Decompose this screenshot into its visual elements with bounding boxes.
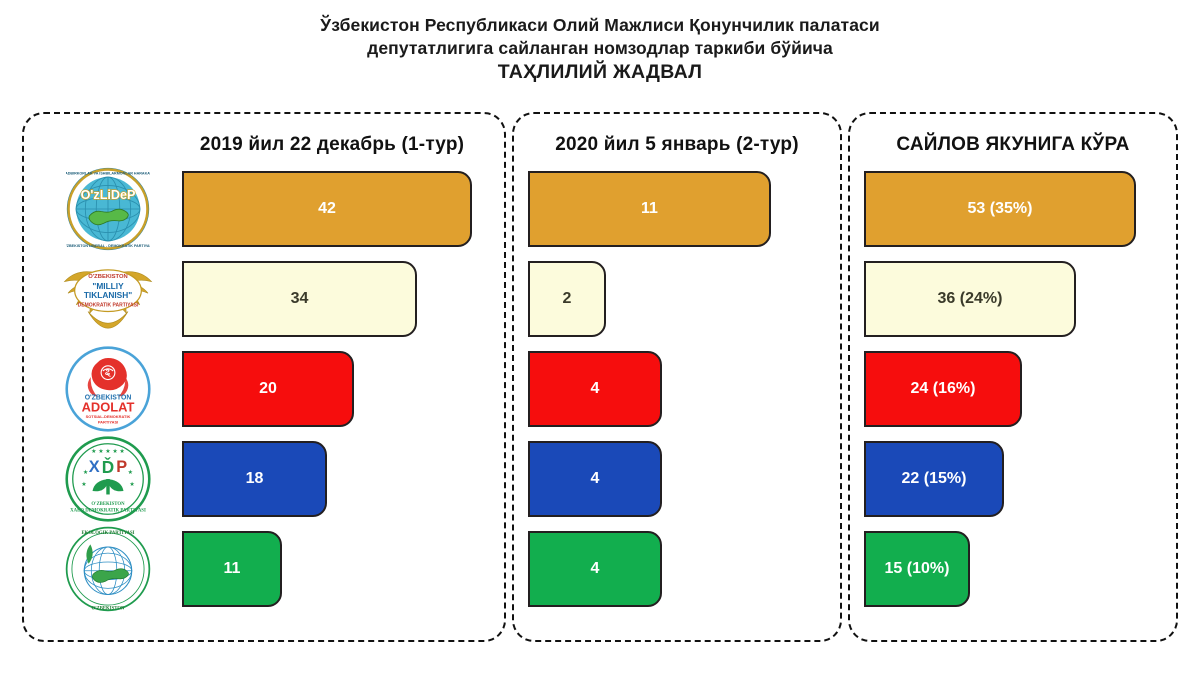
bar-value-label: 15 (10%) [884,560,950,577]
svg-text:"MILLIY: "MILLIY [92,281,124,291]
svg-text:O'ZBEKISTON: O'ZBEKISTON [85,394,132,401]
svg-text:★: ★ [129,481,134,488]
title-line-1: Ўзбекистон Республикаси Олий Мажлиси Қон… [320,15,880,35]
party-logo-ekologik: EKOLOGIK PARTIYASI O'ZBEKISTON [48,524,168,614]
column-header-round-2: 2020 йил 5 январь (2-тур) [555,134,799,155]
bar-value-label: 22 (15%) [901,470,967,487]
bar-row: 4 [528,524,771,614]
adolat-logo: ୡ O'ZBEKISTON ADOLAT SOTSIAL-DEMOKRATIK … [65,346,151,432]
svg-text:TIKLANISH": TIKLANISH" [84,290,132,300]
bar-value-label: 11 [223,560,241,577]
bar-row: 2 [528,254,771,344]
bar-row: 15 (10%) [864,524,1136,614]
xdp-logo: ★ ★ ★ ★ ★ ★ ★ ★ ★ X Ď P [65,436,151,522]
bar-round-1-milliy[interactable]: 34 [182,261,417,337]
svg-text:P: P [116,458,127,476]
panel-round-2: 2020 йил 5 январь (2-тур) 11 2 4 4 4 [512,112,842,642]
milliy-tiklanish-logo: O'ZBEKISTON "MILLIY TIKLANISH" DEMOKRATI… [63,269,153,329]
bar-row: 18 [182,434,472,524]
svg-text:O'ZBEKISTON LIBERAL - DEMOKRAT: O'ZBEKISTON LIBERAL - DEMOKRATIK PARTIYA… [66,244,150,248]
bar-final-ozlidep[interactable]: 53 (35%) [864,171,1136,247]
bar-value-label: 24 (16%) [910,380,976,397]
bar-round-1-xdp[interactable]: 18 [182,441,327,517]
svg-text:ୡ: ୡ [105,367,112,378]
bar-row: 22 (15%) [864,434,1136,524]
bar-value-label: 20 [259,380,277,397]
svg-text:SOTSIAL-DEMOKRATIK: SOTSIAL-DEMOKRATIK [86,414,131,419]
svg-text:★: ★ [128,469,133,476]
bar-row: 20 [182,344,472,434]
ekologik-logo: EKOLOGIK PARTIYASI O'ZBEKISTON [65,526,151,611]
svg-text:X: X [89,458,100,476]
bar-final-adolat[interactable]: 24 (16%) [864,351,1022,427]
bar-value-label: 4 [590,380,600,397]
title-line-2: депутатлигига сайланган номзодлар таркиб… [367,37,833,58]
bar-value-label: 34 [290,290,309,307]
party-logo-ozlidep: O'zLiDeP TADBIRKORLAR VA ISHBILARMONLAR … [48,164,168,254]
bar-value-label: 2 [562,290,572,307]
bar-row: 34 [182,254,472,344]
svg-text:TADBIRKORLAR VA ISHBILARMONLAR: TADBIRKORLAR VA ISHBILARMONLAR HARAKATI [66,172,150,176]
bar-group-final: 53 (35%) 36 (24%) 24 (16%) 22 (15%) 15 (10%) [864,164,1136,614]
bar-value-label: 53 (35%) [967,200,1033,217]
party-logo-milliy-tiklanish: O'ZBEKISTON "MILLIY TIKLANISH" DEMOKRATI… [48,254,168,344]
bar-row: 11 [182,524,472,614]
svg-text:O'zLiDeP: O'zLiDeP [81,188,136,202]
bar-row: 42 [182,164,472,254]
bar-round-1-ozlidep[interactable]: 42 [182,171,472,247]
bar-round-2-xdp[interactable]: 4 [528,441,662,517]
ozlidep-logo: O'zLiDeP TADBIRKORLAR VA ISHBILARMONLAR … [66,167,150,251]
column-header-final: САЙЛОВ ЯКУНИГА КЎРА [896,134,1130,155]
party-logo-column: O'zLiDeP TADBIRKORLAR VA ISHBILARMONLAR … [48,164,168,614]
bar-round-2-milliy[interactable]: 2 [528,261,606,337]
bar-row: 36 (24%) [864,254,1136,344]
bar-round-1-ekologik[interactable]: 11 [182,531,282,607]
panel-round-1: 2019 йил 22 декабрь (1-тур) [22,112,506,642]
svg-text:XALQ DEMOKRATIK PARTIYASI: XALQ DEMOKRATIK PARTIYASI [70,509,146,514]
bar-round-2-ozlidep[interactable]: 11 [528,171,771,247]
svg-text:O'ZBEKISTON: O'ZBEKISTON [91,502,125,507]
bar-row: 4 [528,344,771,434]
bar-round-2-ekologik[interactable]: 4 [528,531,662,607]
bar-final-ekologik[interactable]: 15 (10%) [864,531,970,607]
bar-value-label: 18 [245,470,264,487]
bar-group-round-2: 11 2 4 4 4 [528,164,771,614]
svg-text:★: ★ [83,469,88,476]
bar-row: 24 (16%) [864,344,1136,434]
svg-text:O'ZBEKISTON: O'ZBEKISTON [92,606,125,611]
svg-text:PARTIYASI: PARTIYASI [98,419,118,424]
svg-text:Ď: Ď [102,457,114,477]
bar-value-label: 4 [590,470,600,487]
chart-panels: 2019 йил 22 декабрь (1-тур) [0,112,1200,647]
svg-text:ADOLAT: ADOLAT [82,399,135,414]
svg-text:★: ★ [81,481,86,488]
bar-value-label: 4 [590,560,600,577]
column-header-round-1: 2019 йил 22 декабрь (1-тур) [199,134,465,155]
bar-value-label: 36 (24%) [937,290,1003,307]
svg-text:O'ZBEKISTON: O'ZBEKISTON [88,274,128,280]
bar-group-round-1: 42 34 20 18 11 [182,164,472,614]
svg-text:DEMOKRATIK PARTIYASI: DEMOKRATIK PARTIYASI [78,303,139,309]
bar-round-1-adolat[interactable]: 20 [182,351,354,427]
party-logo-xdp: ★ ★ ★ ★ ★ ★ ★ ★ ★ X Ď P [48,434,168,524]
panel-final-results: САЙЛОВ ЯКУНИГА КЎРА 53 (35%) 36 (24%) 24 (… [848,112,1178,642]
party-logo-adolat: ୡ O'ZBEKISTON ADOLAT SOTSIAL-DEMOKRATIK … [48,344,168,434]
title-line-3: ТАҲЛИЛИЙ ЖАДВАЛ [497,60,703,83]
bar-value-label: 11 [641,200,658,217]
svg-text:EKOLOGIK PARTIYASI: EKOLOGIK PARTIYASI [81,531,134,536]
bar-final-xdp[interactable]: 22 (15%) [864,441,1004,517]
bar-row: 53 (35%) [864,164,1136,254]
svg-text:★ ★ ★ ★ ★: ★ ★ ★ ★ ★ [91,448,125,455]
bar-row: 11 [528,164,771,254]
page-title: Ўзбекистон Республикаси Олий Мажлиси Қон… [0,14,1200,85]
bar-row: 4 [528,434,771,524]
bar-round-2-adolat[interactable]: 4 [528,351,662,427]
bar-final-milliy[interactable]: 36 (24%) [864,261,1076,337]
bar-value-label: 42 [318,200,336,217]
